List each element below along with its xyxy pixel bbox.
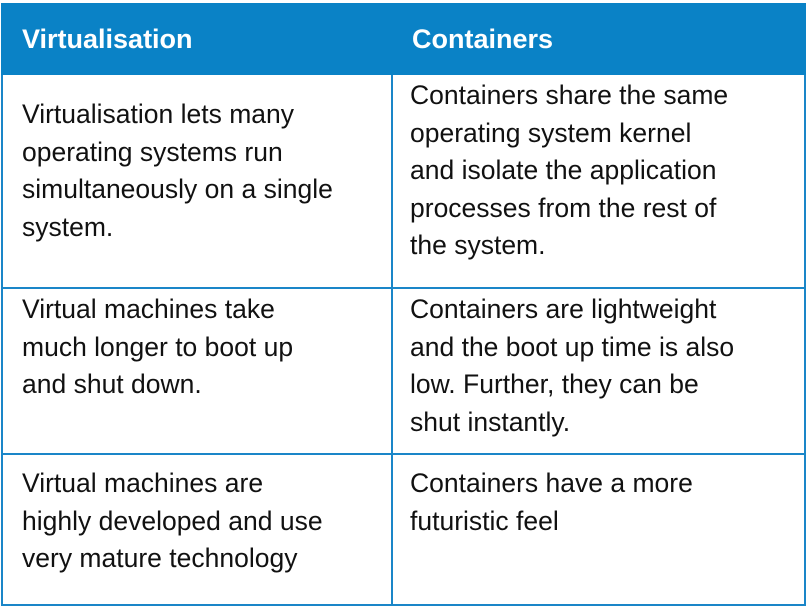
table-row: Virtualisation lets many operating syste…	[1, 73, 806, 289]
cell-virtualisation: Virtual machines take much longer to boo…	[1, 287, 393, 455]
header-row: Virtualisation Containers	[1, 3, 806, 75]
cell-containers: Containers are lightweight and the boot …	[391, 287, 806, 455]
cell-containers: Containers have a more futuristic feel	[391, 453, 806, 606]
table-row: Virtual machines take much longer to boo…	[1, 287, 806, 455]
cell-virtualisation: Virtual machines are highly developed an…	[1, 453, 393, 606]
cell-virtualisation: Virtualisation lets many operating syste…	[1, 73, 393, 289]
comparison-table: Virtualisation Containers Virtualisation…	[1, 3, 806, 606]
table-row: Virtual machines are highly developed an…	[1, 453, 806, 606]
cell-containers: Containers share the same operating syst…	[391, 73, 806, 289]
header-containers: Containers	[391, 3, 806, 75]
header-virtualisation: Virtualisation	[1, 3, 393, 75]
